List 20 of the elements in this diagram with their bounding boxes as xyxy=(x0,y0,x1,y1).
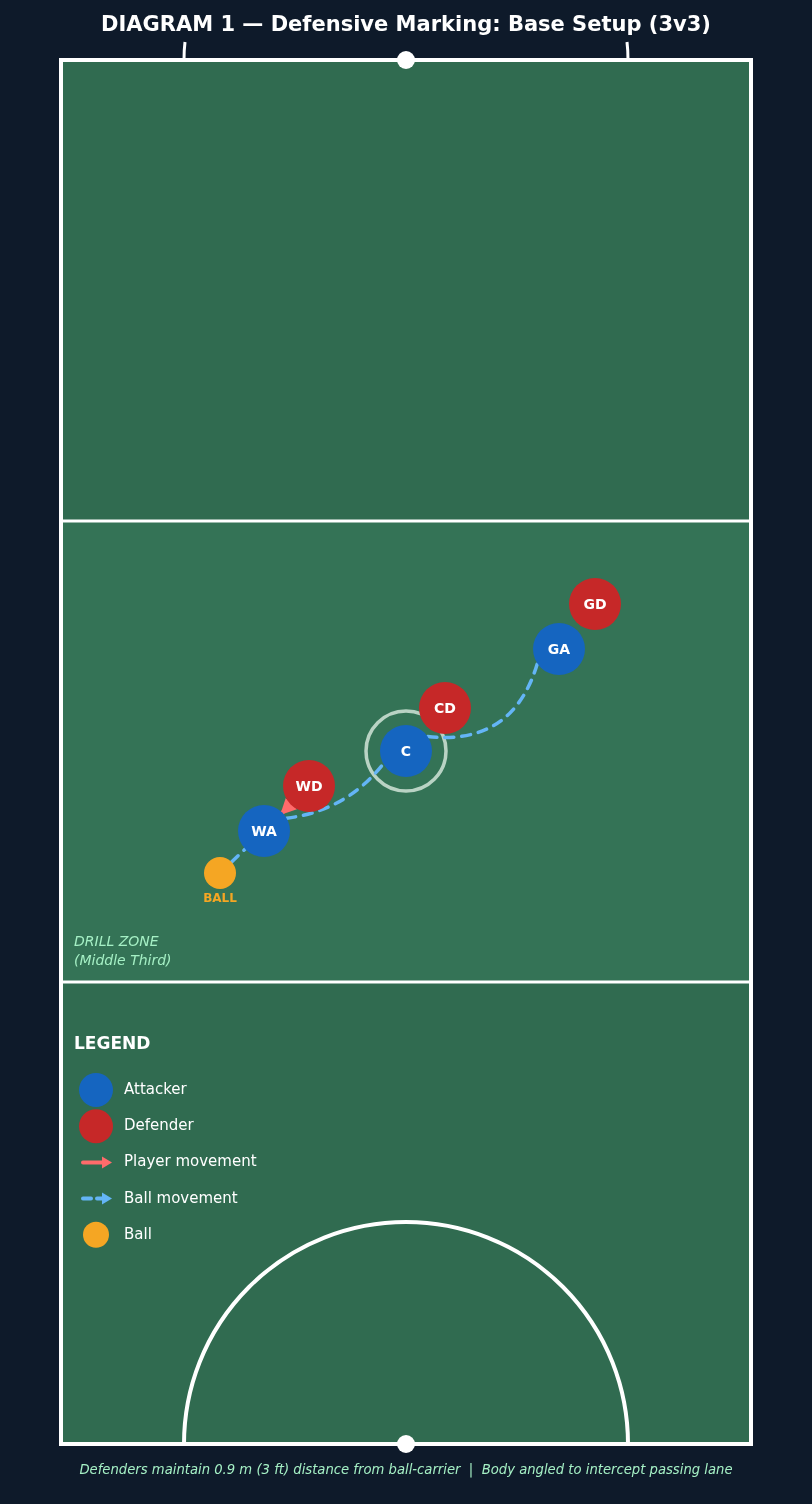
caption-note: Defenders maintain 0.9 m (3 ft) distance from ball-carrier | Body angled to intercept passing lane xyxy=(78,1462,734,1477)
player-label: WD xyxy=(295,778,323,794)
player-label: C xyxy=(400,743,412,759)
player-label: CD xyxy=(434,700,456,716)
drill-zone-label: DRILL ZONE (Middle Third) xyxy=(74,932,173,970)
ball-pass-path xyxy=(425,661,540,740)
legend-label: Player movement xyxy=(124,1152,257,1171)
legend-heading: LEGEND xyxy=(74,1033,152,1053)
legend-label: Attacker xyxy=(124,1080,187,1098)
player-label: WA xyxy=(251,823,277,839)
legend-label: Ball xyxy=(124,1224,152,1243)
movement-arrow xyxy=(280,797,298,815)
ball-pass-path xyxy=(284,762,386,820)
ball-label: BALL xyxy=(202,891,238,905)
legend-label: Defender xyxy=(124,1116,194,1135)
player-label: GD xyxy=(583,596,607,612)
diagram-title: DIAGRAM 1 — Defensive Marking: Base Setup (3v3) xyxy=(100,12,712,36)
player-label: GA xyxy=(547,641,571,657)
legend-label: Ball movement xyxy=(124,1188,238,1207)
ball-pass-path xyxy=(229,847,247,864)
